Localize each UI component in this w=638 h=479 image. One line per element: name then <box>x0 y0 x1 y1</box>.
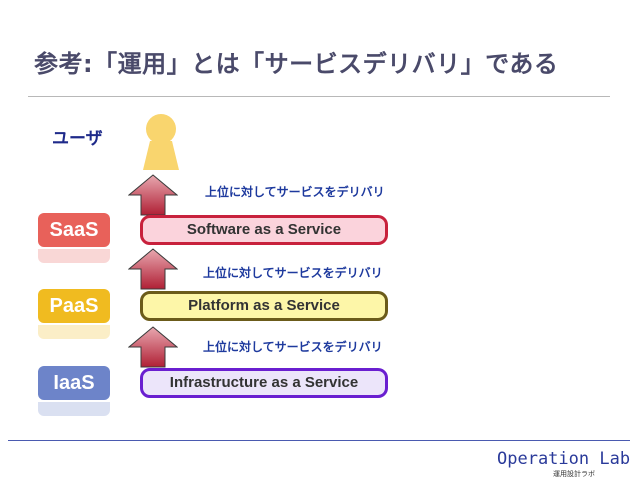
brand-logo-subtitle: 運用設計ラボ <box>553 470 595 478</box>
paas-service-box: Platform as a Service <box>140 291 388 321</box>
iaas-badge: IaaS <box>38 366 110 400</box>
iaas-service-box: Infrastructure as a Service <box>140 368 388 398</box>
paas-badge: PaaS <box>38 289 110 323</box>
deliver-label: 上位に対してサービスをデリバリ <box>203 266 383 280</box>
title-divider <box>28 96 610 97</box>
user-icon <box>143 114 179 170</box>
paas-badge-reflection <box>38 325 110 339</box>
brand-logo: Operation Lab <box>497 449 631 469</box>
page-title: 参考:「運用」とは「サービスデリバリ」である <box>34 50 559 78</box>
footer-divider <box>8 440 630 441</box>
saas-badge-reflection <box>38 249 110 263</box>
deliver-label: 上位に対してサービスをデリバリ <box>205 185 385 199</box>
saas-badge: SaaS <box>38 213 110 247</box>
saas-service-box: Software as a Service <box>140 215 388 245</box>
up-arrow-icon <box>128 248 178 290</box>
user-label: ユーザ <box>52 129 103 149</box>
up-arrow-icon <box>128 326 178 368</box>
iaas-badge-reflection <box>38 402 110 416</box>
up-arrow-icon <box>128 174 178 216</box>
deliver-label: 上位に対してサービスをデリバリ <box>203 340 383 354</box>
